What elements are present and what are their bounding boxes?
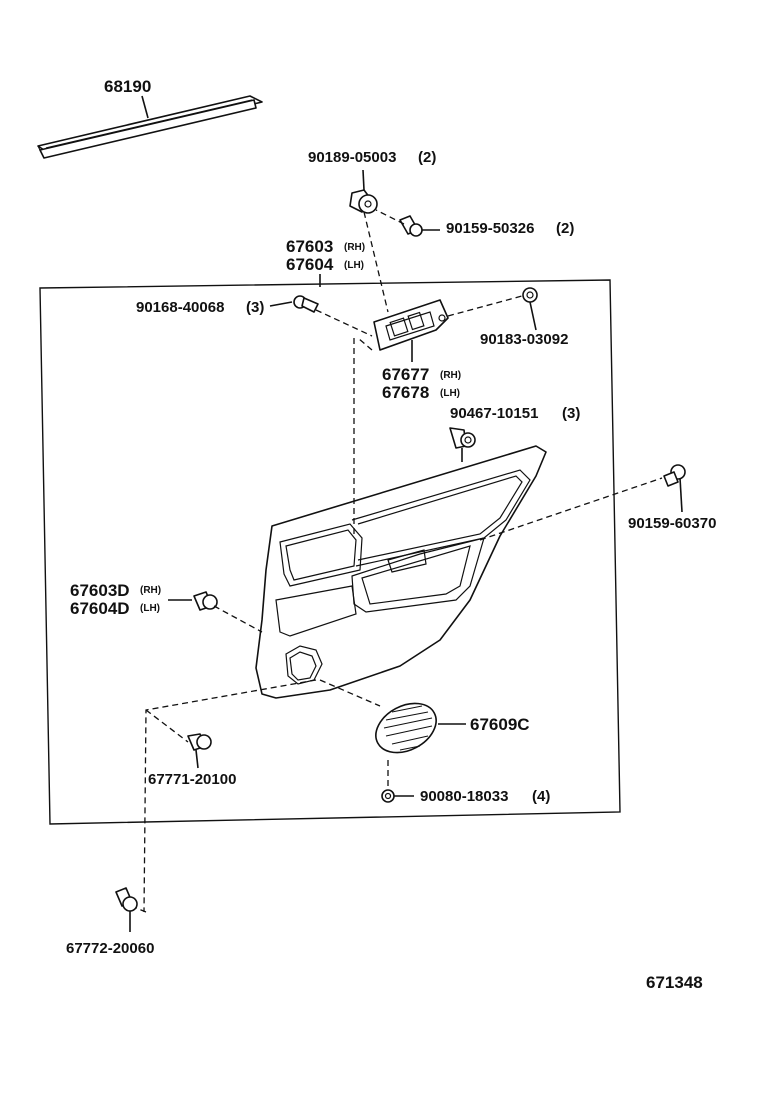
label-90168-40068: 90168-40068 xyxy=(136,299,224,316)
label-90467-10151: 90467-10151 xyxy=(450,405,538,422)
label-68190: 68190 xyxy=(104,77,151,96)
label-90080-18033: 90080-18033 xyxy=(420,788,508,805)
screw-left-leader xyxy=(269,301,293,307)
label-90080-18033-qty: (4) xyxy=(532,788,550,805)
clip-67772-20060 xyxy=(115,887,138,932)
label-67678: 67678 xyxy=(382,383,429,402)
speaker-grille-67609c xyxy=(375,702,466,754)
clip-90189-05003 xyxy=(349,169,378,214)
label-67604-tag: (LH) xyxy=(344,260,364,271)
label-67771-20100: 67771-20100 xyxy=(148,771,236,788)
label-90189-05003-qty: (2) xyxy=(418,149,436,166)
cap-90183-03092 xyxy=(522,287,538,331)
label-67603d-tag: (RH) xyxy=(140,585,161,596)
assembly-outline-box xyxy=(39,279,621,825)
label-67603-tag: (RH) xyxy=(344,242,365,253)
label-90183-03092: 90183-03092 xyxy=(480,331,568,348)
handle-bezel xyxy=(373,299,449,362)
label-67604d: 67604D xyxy=(70,599,130,618)
clip-90080-18033 xyxy=(381,789,414,803)
label-90159-60370: 90159-60370 xyxy=(628,515,716,532)
screw-90159-50326 xyxy=(399,215,440,237)
diagram-number: 671348 xyxy=(646,973,703,992)
label-67604: 67604 xyxy=(286,255,334,274)
label-90159-50326: 90159-50326 xyxy=(446,220,534,237)
door-trim-board xyxy=(255,445,547,699)
screw-90159-60370 xyxy=(663,464,686,513)
screw-90168-40068 xyxy=(293,295,319,313)
label-67678-tag: (LH) xyxy=(440,388,460,399)
clip-67603d xyxy=(168,591,218,611)
assembly-guide-lines xyxy=(135,209,663,913)
clip-67771-20100 xyxy=(187,733,212,769)
label-90189-05003: 90189-05003 xyxy=(308,149,396,166)
label-90467-10151-qty: (3) xyxy=(562,405,580,422)
label-67677: 67677 xyxy=(382,365,429,384)
label-90168-40068-qty: (3) xyxy=(246,299,264,316)
label-67603d: 67603D xyxy=(70,581,130,600)
clip-90467-10151 xyxy=(449,427,476,462)
label-90159-50326-qty: (2) xyxy=(556,220,574,237)
label-67609c: 67609C xyxy=(470,715,530,734)
label-67603: 67603 xyxy=(286,237,333,256)
label-67604d-tag: (LH) xyxy=(140,603,160,614)
label-67677-tag: (RH) xyxy=(440,370,461,381)
label-67772-20060: 67772-20060 xyxy=(66,940,154,957)
weatherstrip-68190 xyxy=(37,95,263,159)
